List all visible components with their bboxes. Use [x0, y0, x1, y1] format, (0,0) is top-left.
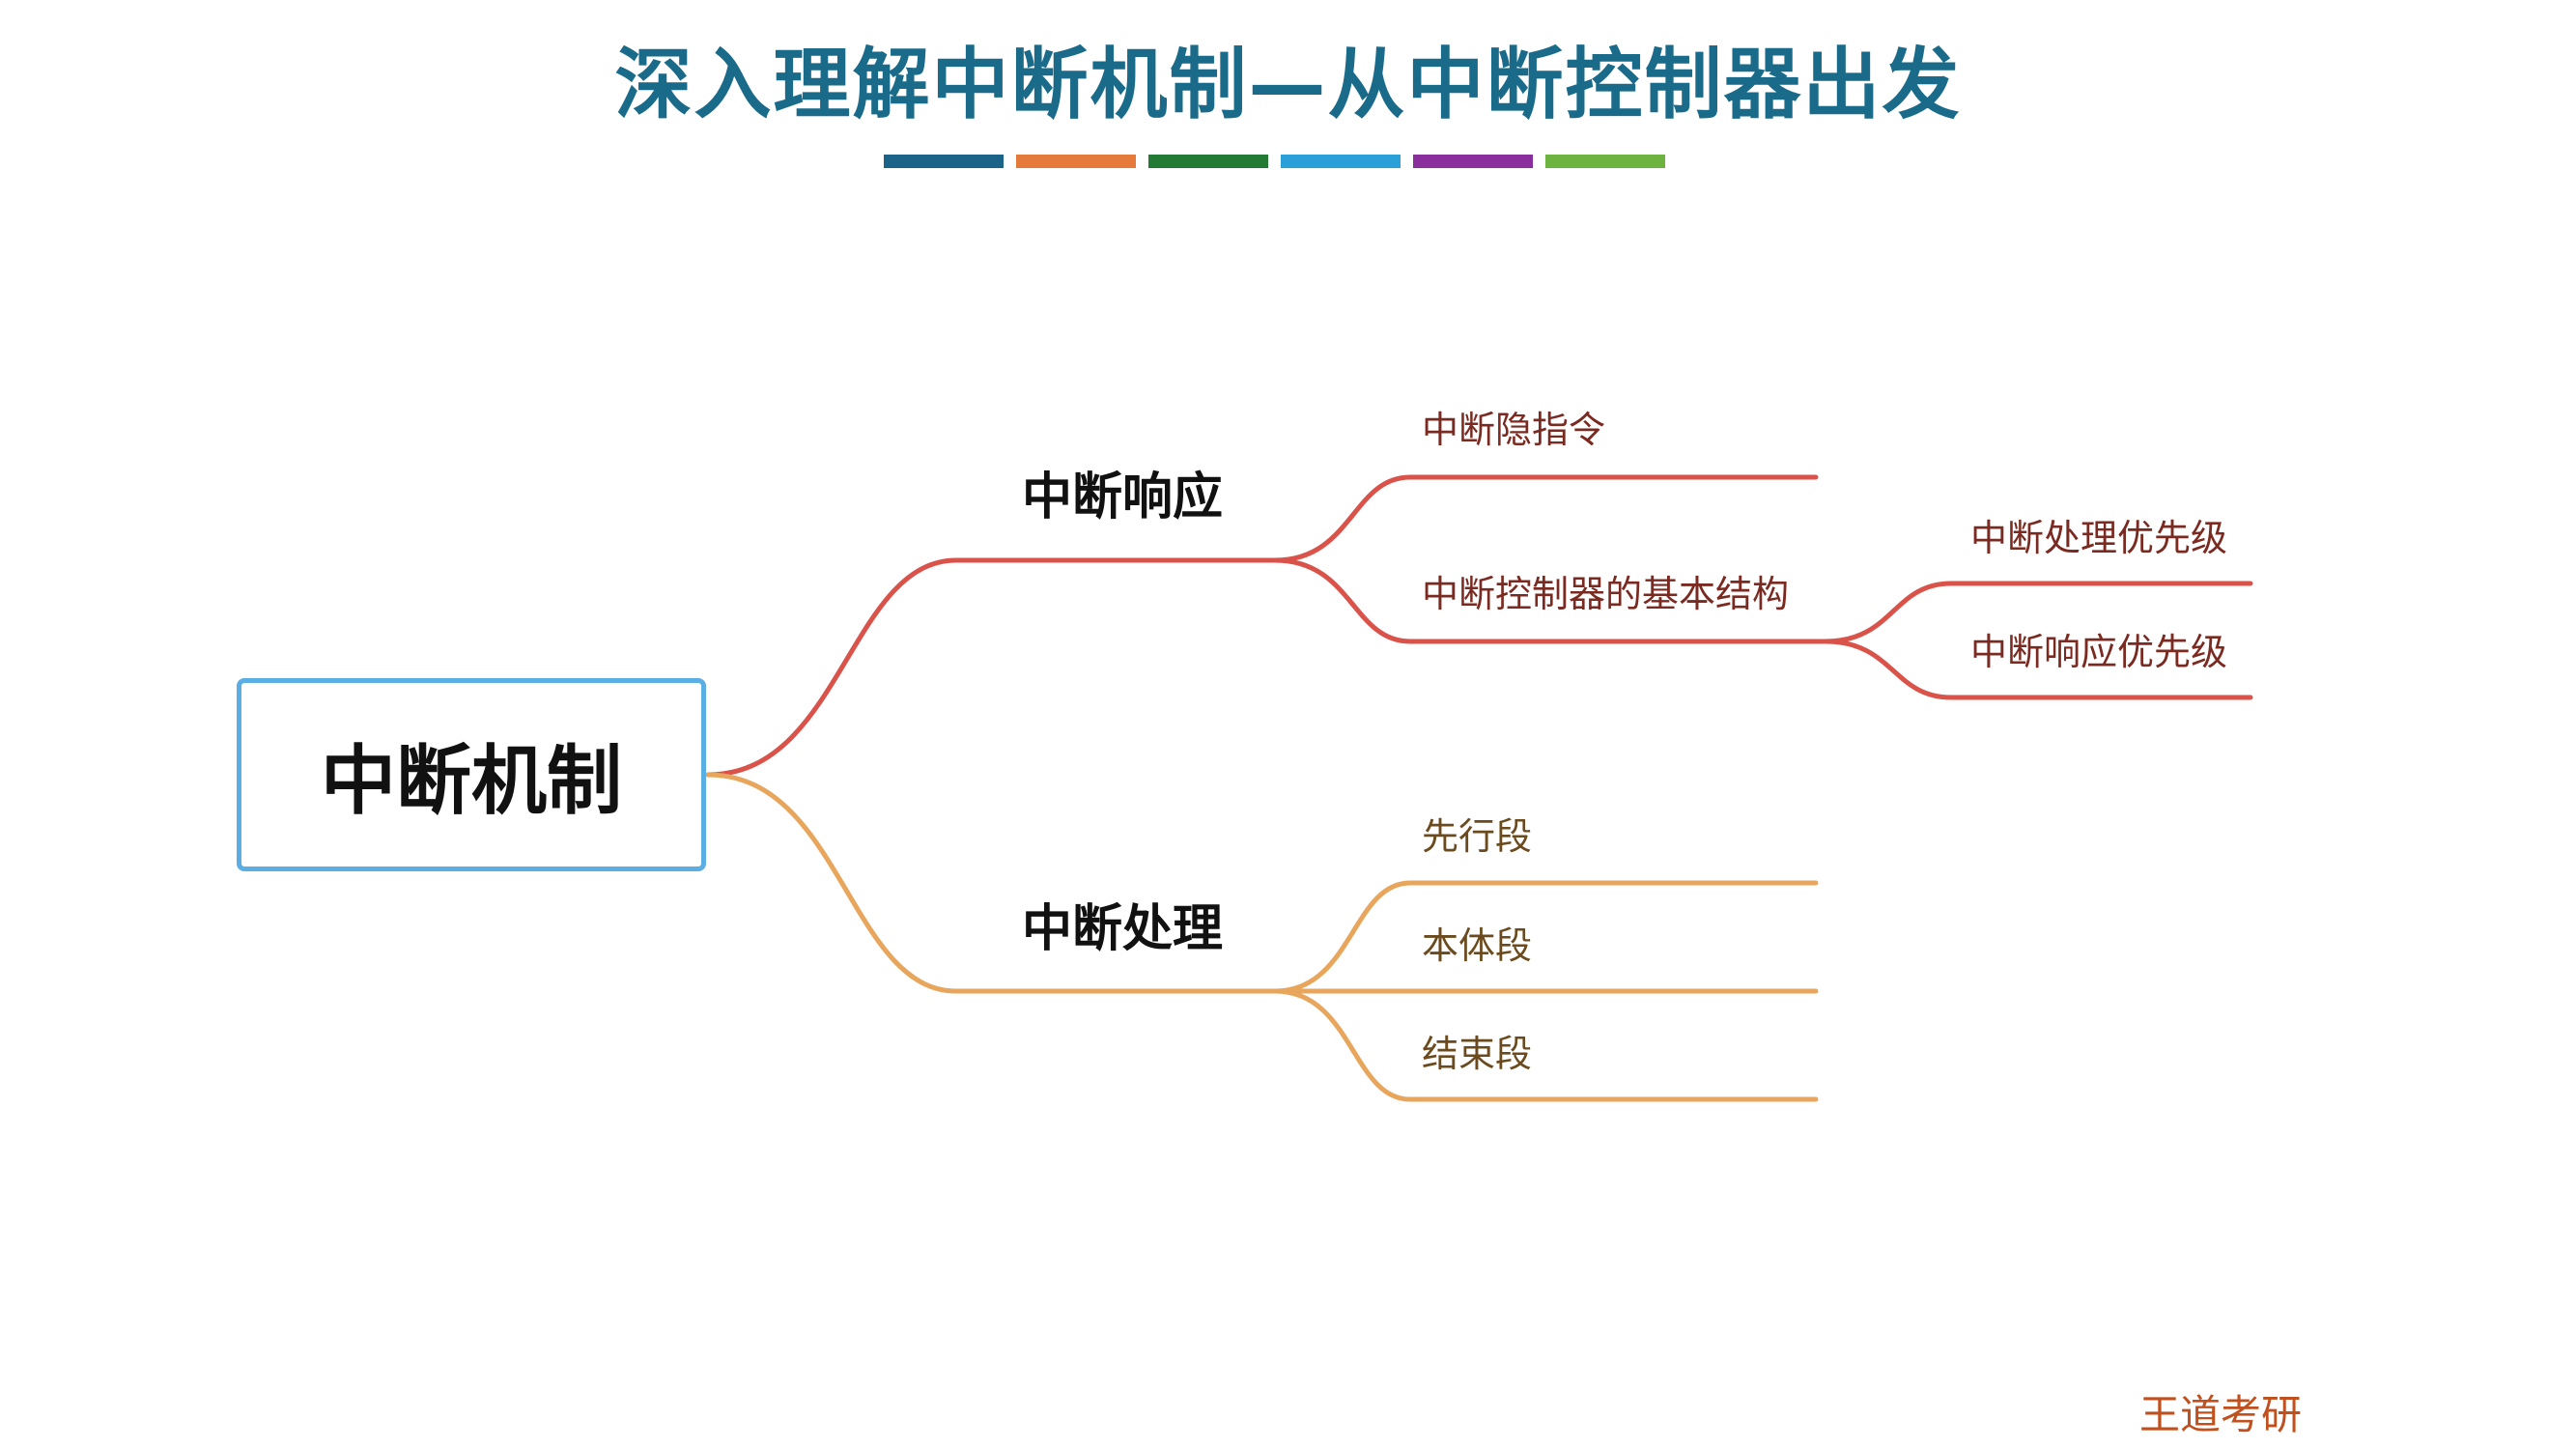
connector-controller-response-priority: [1823, 639, 2253, 700]
accent-bar-5: [1413, 155, 1533, 168]
connector-controller-handling-priority: [1823, 581, 2253, 644]
leaf-handling-priority: 中断处理优先级: [1970, 517, 2228, 559]
leaf-body-segment: 本体段: [1422, 924, 1533, 967]
accent-bar-1: [884, 155, 1004, 168]
connector-root-handling: [705, 772, 1278, 994]
connector-response-controller: [1272, 557, 1828, 644]
accent-bar-2: [1016, 155, 1136, 168]
leaf-end-segment: 结束段: [1422, 1033, 1533, 1075]
mindmap-root-node: 中断机制: [237, 678, 706, 871]
connector-root-response: [705, 557, 1278, 778]
branch-interrupt-response: 中断响应: [1022, 469, 1224, 526]
connector-handling-end: [1272, 988, 1819, 1102]
connector-response-hidden-instruction: [1272, 474, 1819, 563]
brand-footer: 王道考研: [2139, 1391, 2303, 1438]
leaf-response-priority: 中断响应优先级: [1970, 631, 2228, 673]
leaf-pre-segment: 先行段: [1422, 815, 1533, 858]
branch-interrupt-handling: 中断处理: [1022, 900, 1224, 958]
page-title: 深入理解中断机制—从中断控制器出发: [614, 40, 1962, 129]
accent-bar-3: [1148, 155, 1268, 168]
accent-bar-4: [1281, 155, 1401, 168]
connector-handling-pre: [1272, 880, 1819, 994]
accent-bar-6: [1545, 155, 1665, 168]
leaf-hidden-instruction: 中断隐指令: [1422, 409, 1606, 451]
leaf-controller-structure: 中断控制器的基本结构: [1422, 573, 1790, 615]
